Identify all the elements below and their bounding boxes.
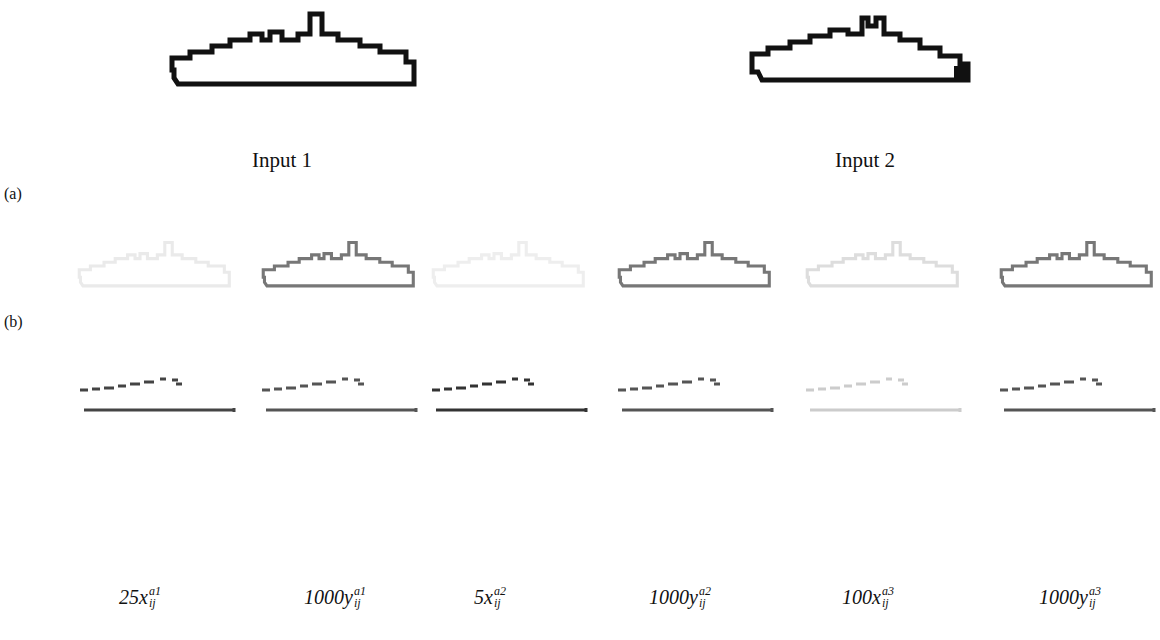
math-label: 5xa2ij [474,585,506,609]
variable-name: 25x [119,586,148,609]
index-stack: a1ij [149,585,161,609]
row-label: (a) [4,185,22,203]
subscript: ij [494,597,506,609]
input-label: Input 2 [835,148,895,173]
variable-name: 1000y [649,586,698,609]
variable-name: 100x [842,586,881,609]
math-label: 100xa3ij [842,585,894,609]
index-stack: a2ij [699,585,711,609]
math-label: 1000ya2ij [649,585,711,609]
superscript: a2 [494,585,506,597]
math-label: 25xa1ij [119,585,161,609]
subscript: ij [354,597,366,609]
index-stack: a3ij [1089,585,1101,609]
math-label: 1000ya3ij [1039,585,1101,609]
subscript: ij [882,597,894,609]
superscript: a3 [1089,585,1101,597]
index-stack: a2ij [494,585,506,609]
subscript: ij [149,597,161,609]
superscript: a2 [699,585,711,597]
variable-name: 1000y [304,586,353,609]
variable-name: 5x [474,586,493,609]
index-stack: a1ij [354,585,366,609]
row-label: (b) [4,313,23,331]
superscript: a3 [882,585,894,597]
input-label: Input 1 [252,148,312,173]
variable-name: 1000y [1039,586,1088,609]
superscript: a1 [149,585,161,597]
index-stack: a3ij [882,585,894,609]
math-label: 1000ya1ij [304,585,366,609]
subscript: ij [699,597,711,609]
subscript: ij [1089,597,1101,609]
superscript: a1 [354,585,366,597]
